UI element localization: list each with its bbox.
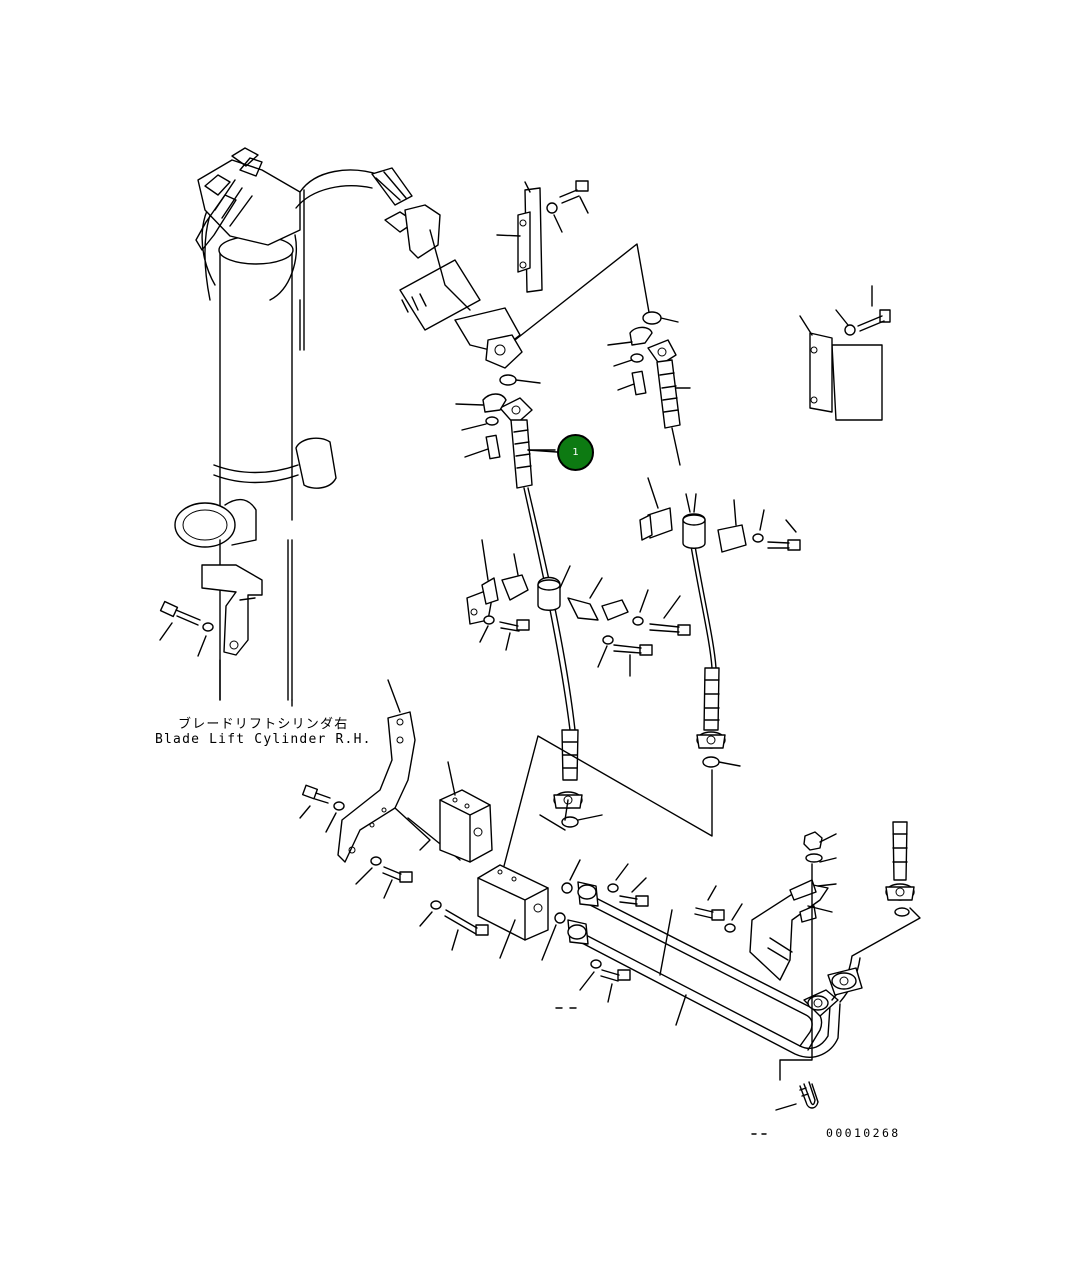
mounting-block-upper	[439, 761, 493, 863]
clamp-assembly-right	[639, 477, 801, 553]
bolts-lower-left	[299, 784, 489, 951]
o-ring-upper	[499, 374, 541, 386]
drawing-number: 00010268	[826, 1126, 901, 1140]
leader-lower-hoses	[503, 735, 713, 867]
tube-bracket-right	[694, 831, 837, 1081]
tube-flange-bolts	[555, 863, 649, 1009]
hose-1-upper-fitting	[499, 397, 556, 489]
upper-hose	[295, 167, 416, 351]
hose-right-body	[689, 539, 717, 669]
tube-leaders	[659, 909, 687, 1026]
caption-japanese: ブレードリフトシリンダ右	[178, 717, 349, 732]
mounting-block-lower	[477, 859, 581, 961]
hose-right-upper-fitting	[607, 311, 691, 466]
tube-end-flanges	[803, 907, 921, 1017]
upper-valve-block	[399, 204, 651, 369]
callout-1-badge[interactable]: 1	[557, 434, 594, 471]
bolt-left	[159, 600, 201, 641]
u-bolt	[775, 1081, 819, 1111]
washer-left	[197, 622, 214, 657]
mounting-plate	[337, 679, 461, 863]
callout-1-label: 1	[572, 447, 579, 458]
clamp-upper-left	[455, 393, 507, 460]
steel-tube-lower	[567, 919, 841, 1058]
caption-english: Blade Lift Cylinder R.H.	[155, 732, 372, 747]
clamp-assembly-left	[466, 539, 629, 651]
hose-1-lower-fitting	[553, 729, 603, 828]
callout-1-leader	[527, 449, 558, 453]
caption-leader	[219, 659, 293, 707]
right-vertical-fitting	[885, 821, 915, 917]
bracket-top-right	[799, 285, 891, 421]
hose-right-lower-fitting	[696, 667, 741, 768]
blade-lift-cylinder	[174, 147, 337, 701]
bolt-washer-middle	[597, 589, 691, 677]
bracket-top-middle	[496, 180, 589, 293]
